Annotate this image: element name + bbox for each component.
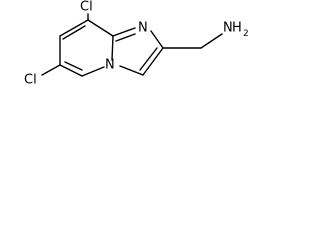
- bond-c6-cl: [41, 64, 61, 76]
- amine-hydrogen-label: H: [232, 21, 242, 36]
- bond-c8a-n1-double: [115, 33, 136, 42]
- nitrogen-label-imidazole: N: [138, 21, 148, 36]
- bond-c6-c5: [59, 64, 83, 77]
- bond-c8-c7-double: [62, 25, 86, 40]
- bond-c6-c5-double: [64, 61, 83, 71]
- bond-c5-n-bridge: [81, 66, 105, 77]
- chemical-structure-diagram: Cl Cl N N N H 2: [24, 0, 249, 88]
- bond-ch2-n: [200, 33, 223, 49]
- chlorine-label-top: Cl: [80, 0, 93, 15]
- bond-c2-c3: [142, 47, 164, 76]
- structure-canvas: Cl Cl N N N H 2: [0, 0, 262, 138]
- bond-n-bridge-c8a: [111, 35, 114, 61]
- chlorine-label-left: Cl: [24, 73, 37, 88]
- bond-n1-c2: [150, 30, 164, 49]
- nitrogen-label-bridgehead: N: [105, 58, 115, 73]
- bond-c2-c3-double: [139, 47, 158, 71]
- bond-c8-c7: [59, 19, 89, 37]
- bond-c8a-n1: [112, 27, 136, 37]
- amine-hydrogen-count-label: 2: [243, 29, 249, 39]
- bond-c8a-c8: [87, 19, 114, 37]
- amine-nitrogen-label: N: [223, 21, 233, 36]
- bond-c3-n-bridge: [119, 65, 144, 76]
